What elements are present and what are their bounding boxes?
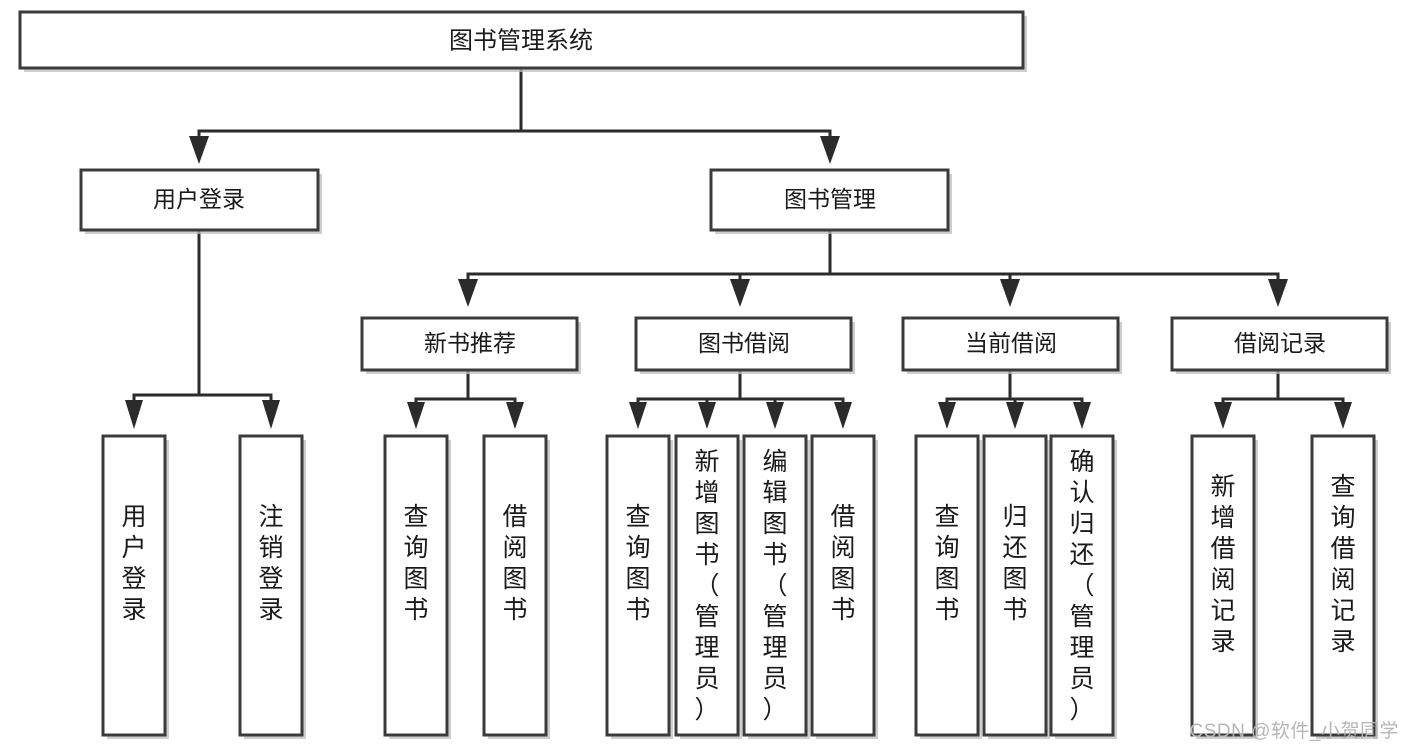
arrow-head-leaf-return-book — [1006, 402, 1024, 429]
arrow-head-current-borrow — [1000, 279, 1020, 307]
node-leaf-add-record-box[interactable] — [1190, 434, 1256, 737]
node-borrow-record-label: 借阅记录 — [1234, 330, 1326, 356]
node-leaf-borrow-book-2[interactable]: 借阅图书 — [810, 434, 878, 739]
connector-group-root-to-level2 — [189, 67, 840, 164]
node-current-borrow[interactable]: 当前借阅 — [901, 316, 1122, 374]
node-leaf-return-book-box[interactable] — [982, 434, 1048, 737]
node-new-book-recommend-box[interactable] — [360, 316, 579, 372]
node-root-box[interactable] — [18, 10, 1025, 70]
connector-group-book-manage-to-level3 — [458, 231, 1288, 307]
node-leaf-query-book-2[interactable]: 查询图书 — [605, 434, 673, 739]
node-current-borrow-label: 当前借阅 — [965, 330, 1057, 356]
node-leaf-query-book-1-label: 查询图书 — [403, 503, 428, 624]
node-leaf-query-book-3[interactable]: 查询图书 — [914, 434, 982, 739]
node-book-borrow-box[interactable] — [634, 316, 853, 372]
node-leaf-query-book-2-box[interactable] — [605, 434, 671, 737]
arrow-head-leaf-user-login — [125, 400, 143, 429]
arrow-head-leaf-add-record — [1214, 402, 1232, 429]
node-leaf-borrow-book-2-box[interactable] — [810, 434, 876, 737]
node-leaf-user-login-box[interactable] — [101, 434, 167, 737]
connector-group-borrow-record-to-leaves — [1214, 370, 1352, 429]
node-leaf-add-record[interactable]: 新增借阅记录 — [1190, 434, 1258, 739]
node-leaf-add-book-box[interactable] — [674, 434, 740, 737]
arrow-head-leaf-query-record — [1334, 402, 1352, 429]
node-root[interactable]: 图书管理系统 — [18, 10, 1027, 72]
arrow-head-leaf-query-book-1 — [407, 402, 425, 429]
node-leaf-borrow-book-2-label: 借阅图书 — [830, 503, 855, 624]
csdn-watermark: CSDN @软件_小贺同学 — [1189, 721, 1399, 742]
node-book-borrow[interactable]: 图书借阅 — [634, 316, 855, 374]
node-root-label: 图书管理系统 — [449, 27, 593, 54]
arrow-head-leaf-query-book-3 — [938, 402, 956, 429]
node-borrow-record[interactable]: 借阅记录 — [1170, 316, 1391, 374]
connector-group-new-book-recommend-to-leaves — [407, 370, 524, 429]
node-book-manage-box[interactable] — [709, 168, 950, 232]
node-leaf-query-record-label: 查询借阅记录 — [1330, 473, 1355, 656]
node-leaf-query-book-3-label: 查询图书 — [934, 503, 959, 624]
node-user-login-box[interactable] — [79, 168, 320, 232]
arrow-head-leaf-add-book — [698, 402, 716, 429]
arrow-head-borrow-record — [1268, 279, 1288, 307]
node-leaf-borrow-book-1[interactable]: 借阅图书 — [482, 434, 550, 739]
node-book-borrow-label: 图书借阅 — [698, 330, 790, 356]
node-leaf-user-login-label: 用户登录 — [121, 503, 146, 624]
node-book-manage[interactable]: 图书管理 — [709, 168, 952, 234]
node-leaf-confirm-return-label: 确认归还（管理员） — [1069, 448, 1094, 724]
node-borrow-record-box[interactable] — [1170, 316, 1389, 372]
node-leaf-query-book-2-label: 查询图书 — [625, 503, 650, 624]
node-book-manage-label: 图书管理 — [784, 186, 876, 212]
node-leaf-edit-book-box[interactable] — [742, 434, 808, 737]
node-leaf-borrow-book-1-label: 借阅图书 — [502, 503, 527, 624]
arrow-head-leaf-borrow-book-1 — [506, 402, 524, 429]
connector-group-user-login-to-leaves — [125, 231, 280, 429]
arrow-head-leaf-edit-book — [766, 402, 784, 429]
arrow-head-leaf-logout-login — [262, 400, 280, 429]
node-leaf-logout-login-box[interactable] — [238, 434, 304, 737]
arrow-head-leaf-borrow-book-2 — [834, 402, 852, 429]
node-user-login-label: 用户登录 — [153, 186, 245, 212]
node-leaf-query-book-1-box[interactable] — [383, 434, 449, 737]
arrow-head-book-borrow — [730, 279, 750, 307]
node-leaf-borrow-book-1-box[interactable] — [482, 434, 548, 737]
node-leaf-query-record[interactable]: 查询借阅记录 — [1310, 434, 1378, 739]
node-leaf-confirm-return-box[interactable] — [1049, 434, 1115, 737]
node-leaf-add-book[interactable]: 新增图书（管理员） — [674, 434, 742, 739]
connector-group-current-borrow-to-leaves — [938, 370, 1091, 429]
node-leaf-edit-book-label: 编辑图书（管理员） — [762, 448, 787, 724]
node-current-borrow-box[interactable] — [901, 316, 1120, 372]
connector-group-book-borrow-to-leaves — [629, 370, 852, 429]
node-leaf-user-login[interactable]: 用户登录 — [101, 434, 169, 739]
arrow-head-leaf-confirm-return — [1073, 402, 1091, 429]
node-leaf-add-book-label: 新增图书（管理员） — [694, 448, 719, 724]
node-leaf-add-record-label: 新增借阅记录 — [1210, 473, 1235, 656]
arrow-head-leaf-query-book-2 — [629, 402, 647, 429]
node-leaf-query-record-box[interactable] — [1310, 434, 1376, 737]
node-leaf-return-book[interactable]: 归还图书 — [982, 434, 1050, 739]
node-new-book-recommend[interactable]: 新书推荐 — [360, 316, 581, 374]
node-leaf-edit-book[interactable]: 编辑图书（管理员） — [742, 434, 810, 739]
node-leaf-logout-login[interactable]: 注销登录 — [238, 434, 306, 739]
arrow-head-user-login — [189, 136, 209, 164]
arrow-head-new-book-recommend — [458, 279, 478, 307]
node-leaf-query-book-1[interactable]: 查询图书 — [383, 434, 451, 739]
node-leaf-confirm-return[interactable]: 确认归还（管理员） — [1049, 434, 1117, 739]
node-leaf-logout-login-label: 注销登录 — [258, 503, 283, 624]
node-leaf-query-book-3-box[interactable] — [914, 434, 980, 737]
arrow-head-book-manage — [820, 136, 840, 164]
node-leaf-return-book-label: 归还图书 — [1002, 503, 1027, 624]
node-user-login[interactable]: 用户登录 — [79, 168, 322, 234]
node-new-book-recommend-label: 新书推荐 — [424, 330, 516, 356]
